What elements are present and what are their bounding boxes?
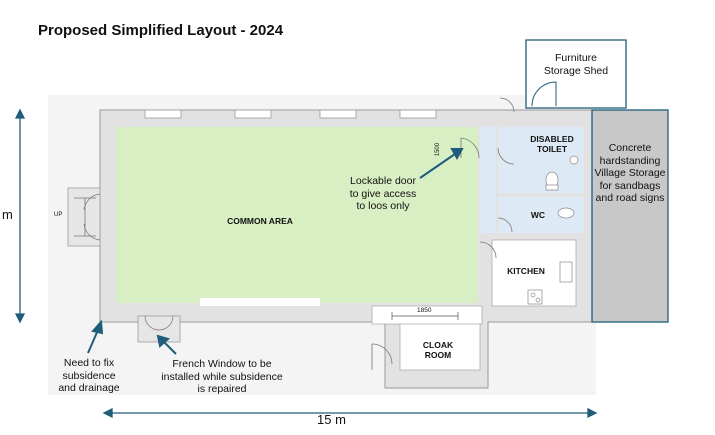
wc-label: WC <box>530 210 546 220</box>
cloak-room <box>399 321 481 371</box>
toilet-fixtures <box>545 155 579 219</box>
toilet-corridor <box>480 127 496 233</box>
height-dimension-label: m <box>2 207 13 222</box>
storage-shed <box>525 39 627 109</box>
kitchen-label: KITCHEN <box>507 266 545 276</box>
top-windows <box>144 109 437 119</box>
french-window-note: French Window to be installed while subs… <box>161 358 283 396</box>
cloak-room-extension <box>371 305 483 325</box>
lockable-door-note: Lockable door to give access to loos onl… <box>349 175 417 213</box>
door-width-label: 1850 <box>417 307 432 314</box>
corridor-width-label: 1500 <box>435 142 442 157</box>
subsidence-note: Need to fix subsidence and drainage <box>58 357 120 395</box>
stairs-up-label: UP <box>54 212 63 218</box>
disabled-toilet-label: DISABLED TOILET <box>530 134 574 155</box>
kitchen-fixtures <box>527 261 573 305</box>
cloak-room-label: CLOAK ROOM <box>422 340 454 361</box>
entrance-porch <box>67 187 101 247</box>
annotation-arrows <box>87 148 464 355</box>
concrete-hardstanding <box>591 109 669 323</box>
common-area-label: COMMON AREA <box>227 216 293 226</box>
common-area-bottom-white <box>200 298 320 306</box>
door-dimension-line <box>391 312 459 320</box>
storage-shed-label: Furniture Storage Shed <box>543 52 609 77</box>
width-dimension-label: 15 m <box>317 412 346 427</box>
horizontal-dimension-arrow <box>102 407 598 419</box>
common-area-room <box>116 127 478 303</box>
hardstanding-label: Concrete hardstanding Village Storage fo… <box>594 142 666 205</box>
page-title: Proposed Simplified Layout - 2024 <box>38 22 284 39</box>
vertical-dimension-arrow <box>14 108 26 324</box>
shed-door-arc <box>531 81 557 107</box>
